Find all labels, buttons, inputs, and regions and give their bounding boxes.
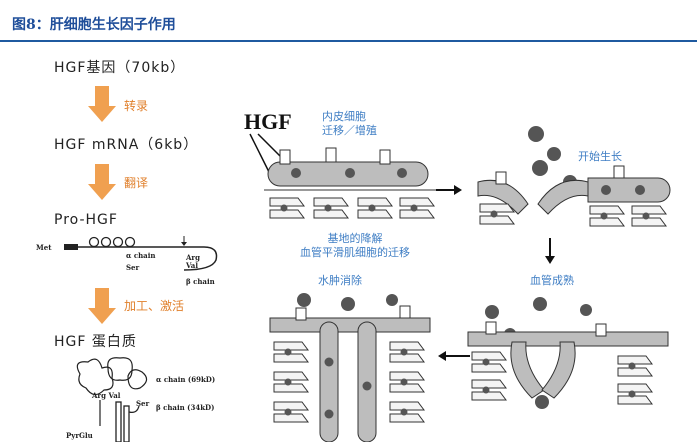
label-met: Met bbox=[36, 243, 52, 252]
pro-hgf-diagram: Met Arg Val α chain Ser β chain bbox=[36, 236, 218, 286]
down-arrow-icon bbox=[88, 86, 116, 122]
figure-header: 图8：肝细胞生长因子作用 bbox=[0, 0, 697, 42]
svg-text:Arg: Arg bbox=[185, 253, 200, 262]
right-arrow-icon bbox=[454, 185, 462, 195]
label-start-growth: 开始生长 bbox=[578, 150, 622, 163]
panel-top-right bbox=[477, 126, 671, 227]
down-arrow-icon bbox=[88, 164, 116, 200]
svg-text:α chain: α chain bbox=[126, 251, 155, 260]
svg-text:α chain (69kD): α chain (69kD) bbox=[156, 375, 215, 384]
panel-bottom-left bbox=[269, 293, 431, 442]
step-pro-hgf: Pro-HGF bbox=[54, 212, 118, 228]
hgf-pointer-arrow bbox=[249, 133, 271, 175]
hgf-protein-diagram: Arg Val Ser PyrGlu α chain (69kD) β chai… bbox=[66, 357, 215, 442]
step-hgf-protein: HGF 蛋白质 bbox=[54, 334, 137, 350]
svg-text:Val: Val bbox=[185, 261, 198, 270]
down-arrow-icon bbox=[545, 256, 555, 264]
vessel-diagram bbox=[249, 126, 671, 442]
label-endothelial-migration: 内皮细胞 迁移／增殖 bbox=[322, 110, 377, 137]
svg-text:β chain (34kD): β chain (34kD) bbox=[156, 403, 214, 412]
panel-bottom-right bbox=[467, 297, 669, 409]
svg-text:Arg Val: Arg Val bbox=[91, 391, 121, 400]
step-hgf-mrna: HGF mRNA（6kb） bbox=[54, 137, 199, 153]
label-vessel-maturation: 血管成熟 bbox=[530, 274, 574, 287]
label-edema-resolution: 水肿消除 bbox=[318, 274, 362, 287]
figure-title: 图8：肝细胞生长因子作用 bbox=[12, 17, 176, 33]
hgf-mechanism-panel: HGF 内皮细胞 迁移／增殖 开始生长 基地的降解 血管平滑肌细胞的迁移 水肿消… bbox=[240, 42, 697, 442]
svg-text:Ser: Ser bbox=[136, 399, 150, 408]
label-basement-degradation: 基地的降解 血管平滑肌细胞的迁移 bbox=[300, 232, 410, 259]
svg-text:Ser: Ser bbox=[126, 263, 140, 272]
arrow-label-transcription: 转录 bbox=[124, 99, 149, 113]
down-arrow-icon bbox=[88, 288, 116, 324]
arrow-label-translation: 翻译 bbox=[124, 176, 149, 190]
hgf-label: HGF bbox=[244, 109, 292, 134]
arrow-label-processing: 加工、激活 bbox=[124, 299, 185, 313]
panel-top-left bbox=[264, 147, 436, 219]
step-hgf-gene: HGF基因（70kb） bbox=[54, 60, 186, 76]
svg-text:PyrGlu: PyrGlu bbox=[66, 431, 93, 440]
left-arrow-icon bbox=[438, 351, 446, 361]
svg-text:β chain: β chain bbox=[186, 277, 215, 286]
gene-expression-flow: HGF基因（70kb） 转录 HGF mRNA（6kb） 翻译 Pro-HGF … bbox=[0, 42, 240, 442]
